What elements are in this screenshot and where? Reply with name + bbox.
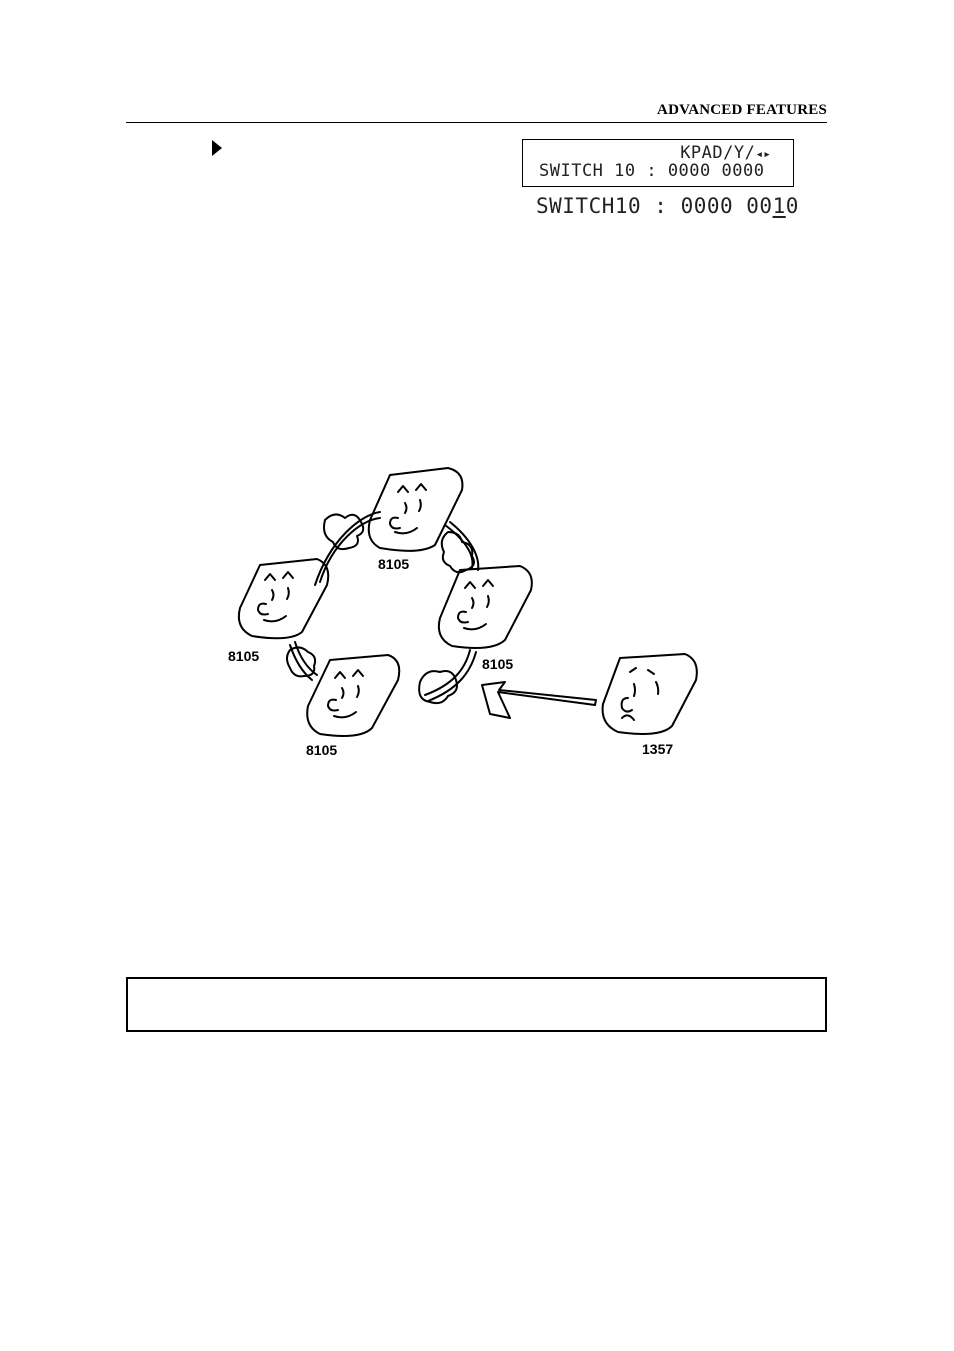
ring-arc — [427, 651, 477, 702]
face-label-left: 8105 — [228, 648, 259, 664]
face-nose — [257, 602, 269, 616]
face-mouth — [621, 714, 635, 721]
lcd-display-result: SWITCH10 : 0000 0010 — [536, 194, 799, 218]
ring-arc — [449, 521, 480, 571]
lcd-line-1-text: KPAD/Y/ — [680, 143, 756, 163]
face-eyes — [397, 483, 427, 514]
face-label-outsider: 1357 — [642, 741, 673, 757]
face — [237, 558, 330, 640]
face-mouth — [463, 623, 487, 631]
closed-network-illustration: 8105 8105 8105 8105 1357 — [228, 467, 698, 758]
face-eyes — [464, 579, 494, 609]
hand — [418, 670, 458, 705]
face — [306, 654, 401, 737]
face-mouth — [333, 711, 357, 719]
header-rule — [126, 122, 827, 123]
section-title: ADVANCED FEATURES — [657, 102, 827, 118]
lcd-line-2: SWITCH 10 : 0000 0000 — [539, 161, 765, 181]
rejection-arrow-icon — [481, 681, 597, 719]
ring-arc — [319, 517, 381, 583]
face-eyes — [629, 667, 660, 697]
face-eyes — [264, 571, 294, 601]
lcd-cursor-digit: 1 — [772, 194, 786, 218]
face-nose — [457, 610, 469, 624]
note-box — [126, 977, 827, 1032]
face-eyes — [334, 669, 364, 699]
face-mouth — [394, 527, 418, 535]
face-nose — [620, 697, 633, 713]
ring-arc — [424, 649, 471, 696]
face — [601, 653, 698, 735]
ring-arc — [294, 641, 318, 676]
lcd-arrows-icon: ◂▸ — [755, 147, 771, 162]
face-mouth — [263, 615, 287, 623]
face — [367, 467, 464, 552]
lcd-display-suffix: 0 — [785, 194, 799, 218]
face-label-bottom: 8105 — [306, 742, 337, 758]
face — [437, 565, 533, 649]
hand — [286, 646, 317, 678]
lcd-display-prefix: SWITCH10 : 0000 00 — [536, 194, 773, 218]
face-nose — [327, 698, 339, 712]
lcd-panel: KPAD/Y/◂▸ SWITCH 10 : 0000 0000 — [522, 139, 794, 187]
face-label-right: 8105 — [482, 656, 513, 672]
lcd-line-1: KPAD/Y/◂▸ — [680, 143, 771, 163]
face-label-top: 8105 — [378, 556, 409, 572]
step-arrow-icon — [212, 140, 222, 156]
face-nose — [389, 516, 401, 530]
hand — [323, 513, 365, 551]
